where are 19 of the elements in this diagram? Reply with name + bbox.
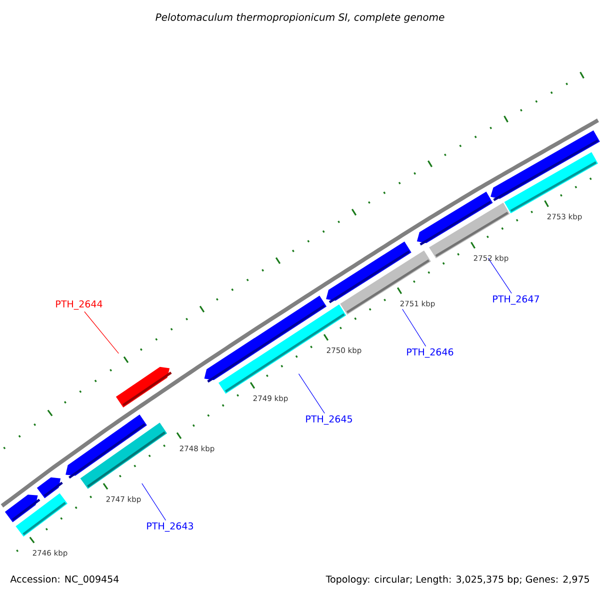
leader-line [142,483,166,521]
gene-label: PTH_2644 [56,300,102,310]
leader-line [84,311,119,354]
gene-block [218,304,346,394]
leader-line [402,308,426,347]
accession-text: Accession: NC_009454 [10,575,119,585]
gene-label: PTH_2646 [407,348,454,358]
gene-block [116,366,172,408]
title: Pelotomaculum thermopropionicum SI, complete genome [156,13,444,23]
leader-line [298,374,325,414]
gene-block [16,493,68,537]
gene-label: PTH_2647 [493,295,539,305]
gene-label: PTH_2643 [147,522,194,532]
leader-line [488,258,512,294]
gene-block [504,152,598,214]
gene-block [36,477,63,498]
genome-info-text: Topology: circular; Length: 3,025,375 bp; Genes: 2,975 [326,575,589,585]
gene-label: PTH_2645 [306,415,352,425]
gene-block [80,422,168,489]
